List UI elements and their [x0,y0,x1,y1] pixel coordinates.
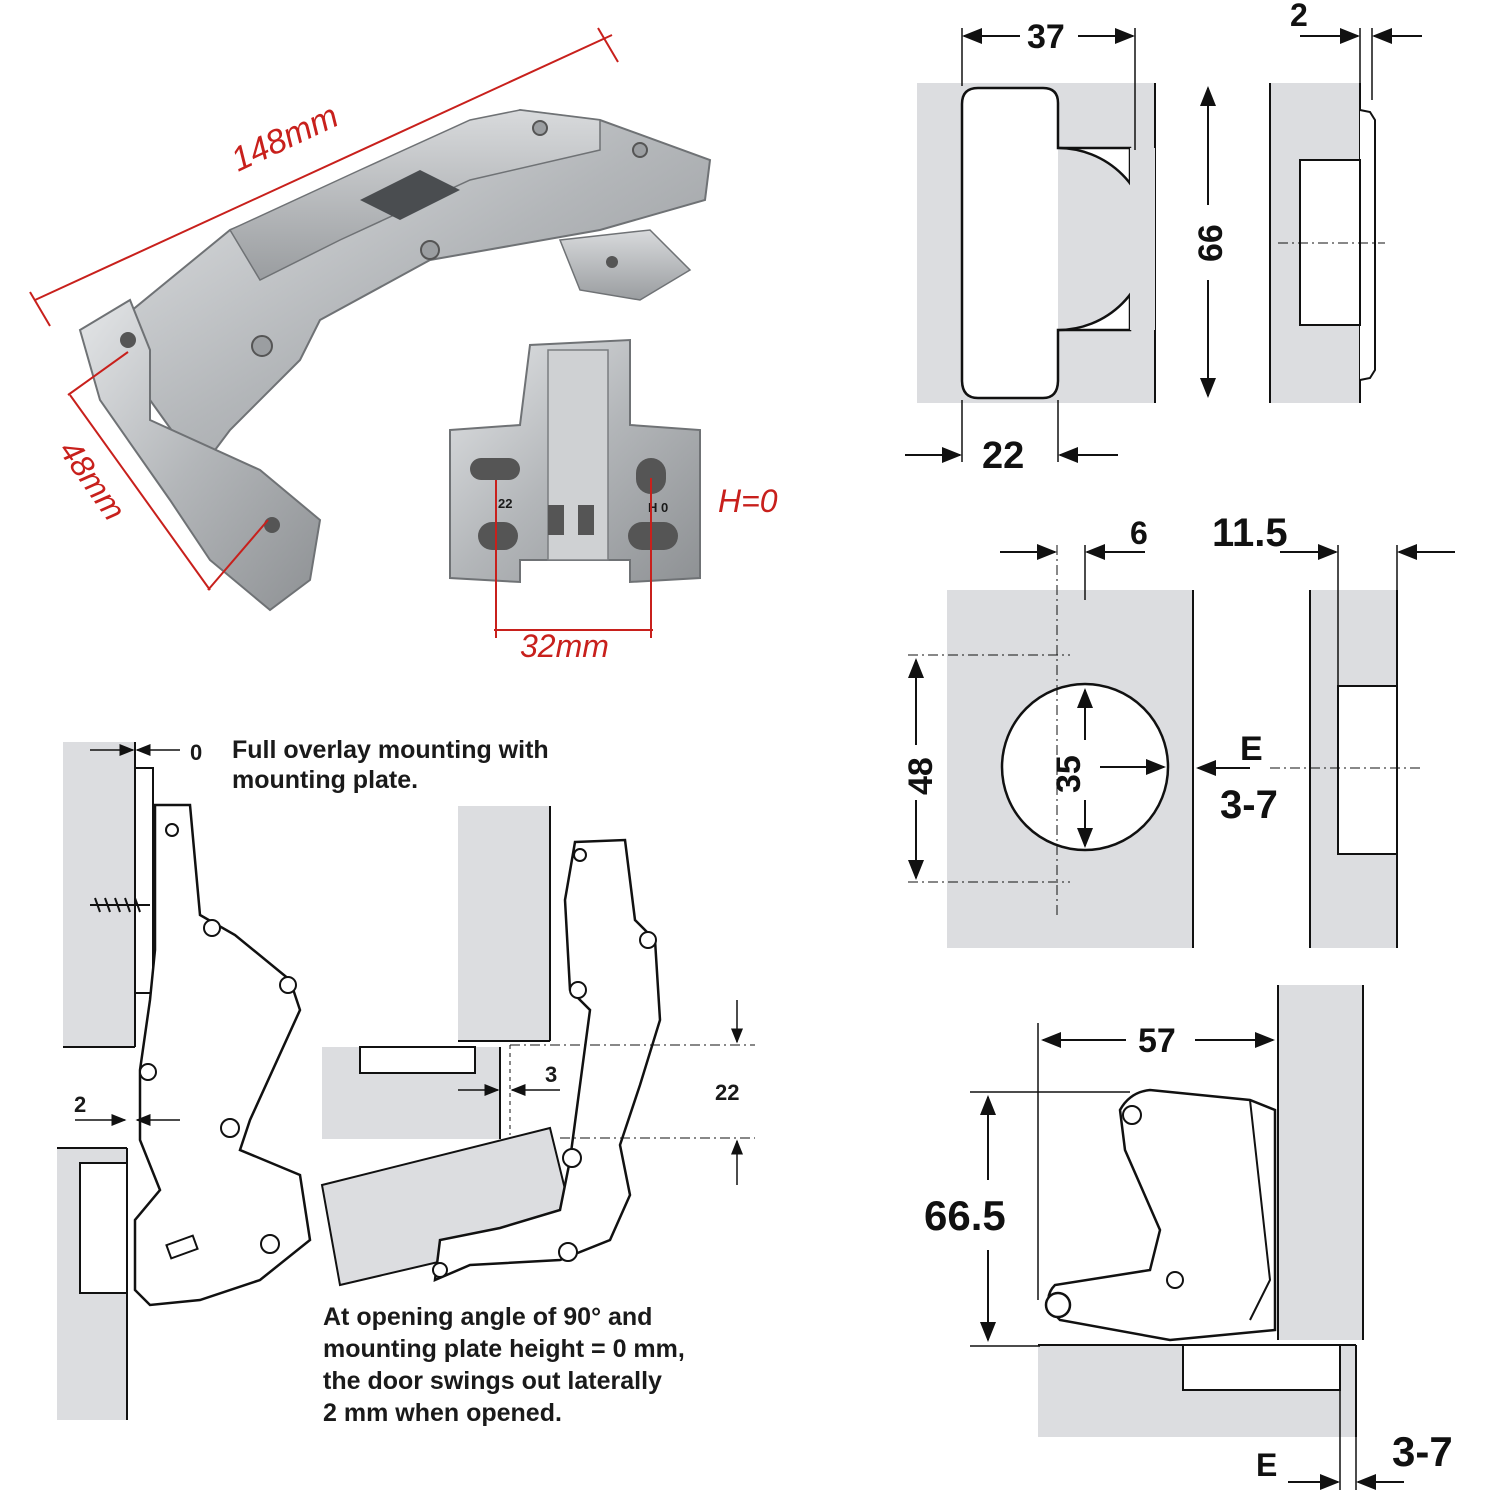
lateral-label: 2 [74,1092,86,1117]
plate-spacing-label: 32mm [520,628,609,664]
plate-stamp-left: 22 [498,496,512,511]
edge-label: E [1240,730,1263,768]
plate-stamp-right: H 0 [648,500,668,515]
hinge-photo [78,108,712,612]
section-height-label: 66.5 [924,1192,1006,1239]
mounting-plate-photo: 22 H 0 [449,338,701,584]
edge-range-label: 3-7 [1220,783,1278,827]
cup-side-view: 2 [1269,0,1422,403]
offset-label: 22 [715,1080,739,1105]
cup-diameter-label: 35 [1050,755,1088,793]
drilling-side-view: 11.5 [1212,511,1455,948]
section-edge-range-label: 3-7 [1392,1428,1453,1475]
caption-line-2: mounting plate height = 0 mm, [323,1335,685,1363]
edge-distance-label: 6 [1130,515,1148,551]
title-line-1: Full overlay mounting with [232,736,549,764]
cup-front-view: 37 66 22 [905,18,1230,477]
zero-label: 0 [190,740,202,765]
caption-line-1: At opening angle of 90° and [323,1303,652,1331]
opening-diagram: 22 3 At opening angle of 90° and mountin… [320,806,755,1427]
cup-height-label: 66 [1192,224,1230,262]
drilling-view: 6 48 35 E 3-7 [902,515,1278,948]
section-depth-label: 57 [1138,1022,1176,1060]
plate-height-label: H=0 [718,483,778,519]
title-line-2: mounting plate. [232,766,418,794]
cup-width-label: 37 [1027,18,1065,56]
depth-label: 11.5 [1212,511,1288,555]
side-section: 57 66.5 E 3-7 [924,985,1453,1490]
mounting-diagram: 0 2 Full overlay mounting with mounting … [57,736,549,1420]
side-offset-label: 2 [1290,0,1308,33]
cup-offset-label: 22 [982,435,1024,477]
caption-line-3: the door swings out laterally [323,1367,662,1395]
section-edge-label: E [1256,1447,1277,1483]
caption-line-4: 2 mm when opened. [323,1399,562,1427]
pitch-label: 48 [902,757,940,795]
plate-spacing-dimension: 32mm H=0 [494,478,778,664]
width-label: 48mm [52,433,132,526]
gap-label: 3 [545,1062,557,1087]
